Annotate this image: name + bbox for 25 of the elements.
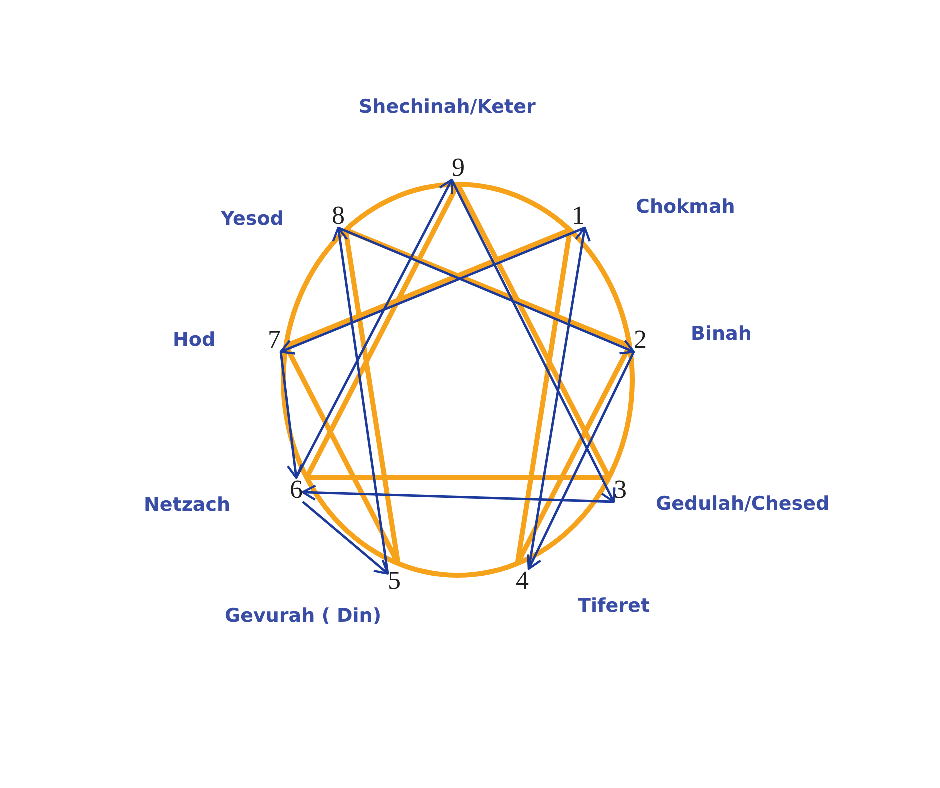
arrow xyxy=(528,226,591,570)
point-number: 5 xyxy=(388,569,401,593)
point-number: 8 xyxy=(332,204,345,228)
arrow xyxy=(302,484,614,504)
sephirah-name: Gedulah/Chesed xyxy=(656,493,830,515)
connector-line xyxy=(306,475,610,480)
arrow xyxy=(302,501,390,575)
sephirah-name: Hod xyxy=(173,329,216,351)
point-number: 4 xyxy=(516,569,529,593)
sephirah-name: Chokmah xyxy=(636,196,736,218)
sephirah-name: Binah xyxy=(691,323,752,345)
arrow xyxy=(280,352,304,480)
point-number: 9 xyxy=(452,156,465,180)
sephirah-name: Yesod xyxy=(221,208,284,230)
point-number: 1 xyxy=(572,204,585,228)
arrow xyxy=(527,351,636,570)
sephirah-name: Tiferet xyxy=(578,595,650,617)
arrow xyxy=(332,226,390,574)
point-number: 7 xyxy=(268,328,281,352)
point-number: 6 xyxy=(290,478,303,502)
point-number: 3 xyxy=(614,478,627,502)
sephirah-name: Netzach xyxy=(144,494,231,516)
sephirah-name: Shechinah/Keter xyxy=(359,96,536,118)
sephirah-name: Gevurah ( Din) xyxy=(225,605,382,627)
point-number: 2 xyxy=(634,328,647,352)
